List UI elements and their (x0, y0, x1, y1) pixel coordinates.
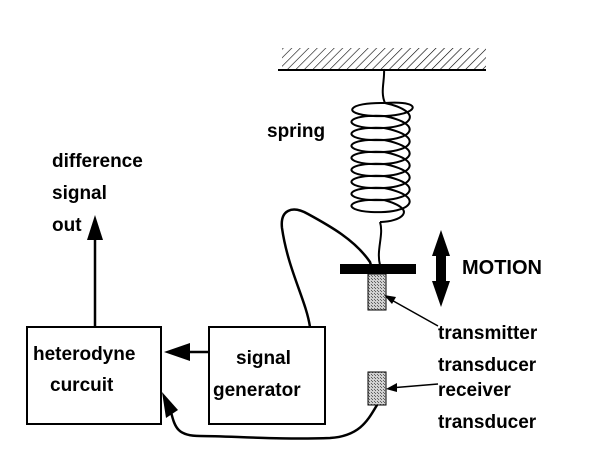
receiver-transducer (367, 371, 387, 406)
receiver-pointer-head (386, 383, 397, 392)
signal-label: signal (52, 183, 107, 204)
receiver-wire-arrowhead (162, 392, 178, 418)
generator-label: generator (213, 380, 301, 401)
transmitter-pointer-head (384, 295, 396, 304)
receiver-pointer (389, 383, 439, 389)
generator-to-transmitter-wire (280, 208, 375, 328)
receiver-transducer-label: transducer (438, 412, 537, 433)
signal-generator-box (208, 326, 326, 425)
heterodyne-circuit-box (26, 326, 162, 425)
spring-bottom-wire (377, 221, 383, 266)
ceiling-hatch (282, 48, 486, 69)
ceiling (278, 48, 486, 71)
difference-label: difference (52, 151, 143, 172)
motion-arrow-icon (432, 230, 450, 307)
generator-signal-label: signal (236, 348, 291, 369)
transmitter-label: transmitter (438, 323, 538, 344)
curcuit-label: curcuit (50, 375, 114, 396)
mass-bar (340, 264, 416, 274)
spring (350, 68, 414, 266)
generator-to-heterodyne-arrow (164, 343, 209, 361)
difference-out-arrow (87, 215, 103, 327)
spring-top-wire (381, 68, 386, 104)
heterodyne-label: heterodyne (33, 344, 135, 365)
spring-label: spring (267, 121, 325, 142)
out-label: out (52, 215, 82, 236)
receiver-label: receiver (438, 380, 512, 401)
transmitter-transducer-label: transducer (438, 355, 537, 376)
transmitter-pointer (387, 297, 439, 327)
receiver-to-heterodyne-wire (169, 404, 379, 440)
motion-label: MOTION (462, 257, 542, 279)
spring-coils (350, 101, 414, 223)
transmitter-transducer (367, 273, 387, 311)
